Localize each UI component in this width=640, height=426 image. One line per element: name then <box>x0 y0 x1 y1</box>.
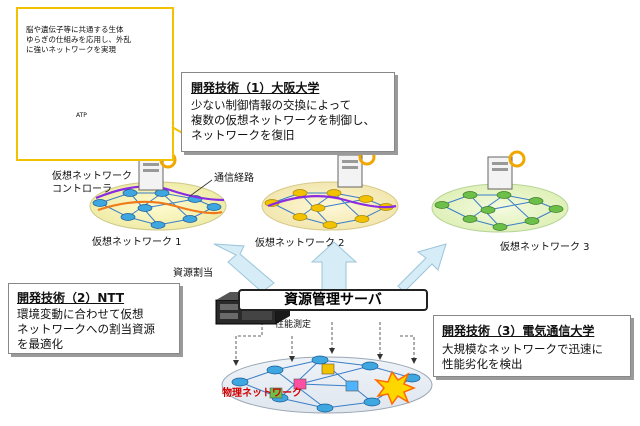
tech1-line: ネットワークを復旧 <box>191 128 295 142</box>
virtual-network-2 <box>261 181 399 231</box>
tech2-line: を最適化 <box>17 337 63 351</box>
tech3-line: 性能劣化を検出 <box>442 357 523 371</box>
vn2-label: 仮想ネットワーク 2 <box>255 238 345 249</box>
controller-pc-icon <box>138 151 177 191</box>
tech2-title: 開発技術（2）NTT <box>17 291 125 305</box>
resource-management-server-title: 資源管理サーバ <box>238 289 428 311</box>
physical-network <box>221 355 433 414</box>
tech1-line: 複数の仮想ネットワークを制御し、 <box>191 113 375 127</box>
tech1-line: 少ない制御情報の交換によって <box>191 98 352 112</box>
tech3-line: 大規模なネットワークで迅速に <box>442 342 603 356</box>
bio-callout: 脳や遺伝子等に共通する生体 ゆらぎの仕組みを応用し、外乱 に強いネットワークを実… <box>16 7 174 161</box>
controller-label: 仮想ネットワーク コントローラ <box>52 171 132 195</box>
allocation-arrows <box>213 241 447 293</box>
vn3-label: 仮想ネットワーク 3 <box>500 242 590 253</box>
allocation-label: 資源割当 <box>173 268 213 279</box>
virtual-network-3 <box>431 183 569 233</box>
tech3-title: 開発技術（3）電気通信大学 <box>442 324 595 338</box>
performance-measurement-lines <box>235 322 415 362</box>
perf-label: 性能測定 <box>275 320 312 330</box>
tech2-line: 環境変動に合わせて仮想 <box>17 307 144 321</box>
atp-label: ATP <box>76 112 87 119</box>
tech1-title: 開発技術（1）大阪大学 <box>191 81 320 95</box>
path-label: 通信経路 <box>214 173 254 184</box>
bio-callout-line: に強いネットワークを実現 <box>26 45 116 54</box>
bio-callout-line: 脳や遺伝子等に共通する生体 <box>26 25 124 34</box>
tech2-callout: 開発技術（2）NTT 環境変動に合わせて仮想 ネットワークへの割当資源 を最適化 <box>8 283 180 354</box>
failure-burst-icon <box>373 370 417 406</box>
vn1-label: 仮想ネットワーク 1 <box>92 237 182 248</box>
tech1-callout: 開発技術（1）大阪大学 少ない制御情報の交換によって 複数の仮想ネットワークを制… <box>181 72 395 152</box>
controller-pc-icon <box>487 150 526 190</box>
bio-callout-line: ゆらぎの仕組みを応用し、外乱 <box>26 35 131 44</box>
tech2-line: ネットワークへの割当資源 <box>17 322 155 336</box>
controller-pc-icon <box>337 148 376 188</box>
physical-network-label: 物理ネットワーク <box>222 388 302 399</box>
virtual-network-1 <box>89 181 227 231</box>
tech3-callout: 開発技術（3）電気通信大学 大規模なネットワークで迅速に 性能劣化を検出 <box>433 315 631 377</box>
